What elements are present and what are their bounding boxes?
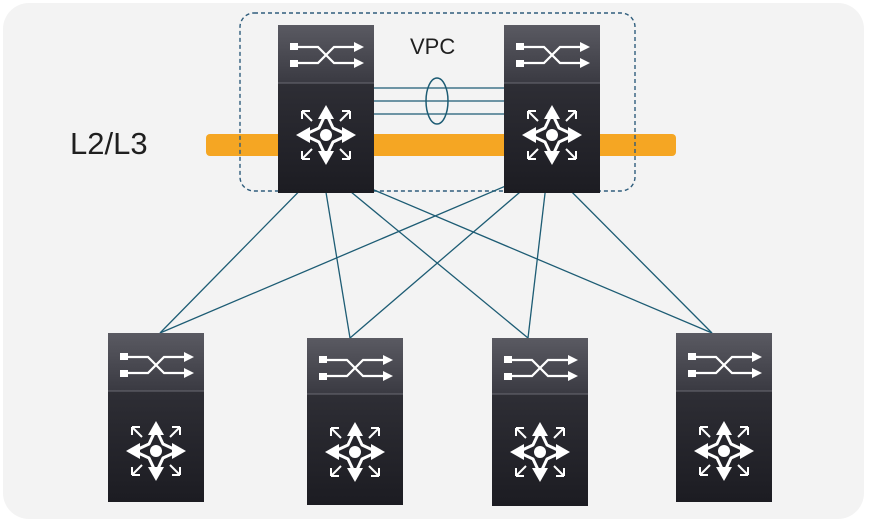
uplink-line <box>159 167 323 334</box>
uplink-line <box>527 167 549 339</box>
router-icon <box>124 419 188 483</box>
layer-label: L2/L3 <box>70 126 148 161</box>
router-icon <box>692 419 756 483</box>
leaf-switch-1[interactable] <box>108 333 204 502</box>
vpc-label: VPC <box>410 34 456 59</box>
leaf-switch-3[interactable] <box>492 338 588 506</box>
vpc-peer-links <box>372 77 506 125</box>
router-icon <box>520 103 584 167</box>
spine-switch-left[interactable] <box>278 25 374 193</box>
uplink-line <box>349 167 549 339</box>
spine-switch-right[interactable] <box>504 25 600 193</box>
leaf-switch-2[interactable] <box>307 338 403 505</box>
uplink-line <box>321 167 713 334</box>
router-icon <box>508 420 572 484</box>
uplink-line <box>159 167 549 334</box>
vpc-domain-box <box>239 12 636 192</box>
leaf-switch-4[interactable] <box>676 333 772 502</box>
uplink-line <box>547 167 713 334</box>
port-channel-ellipse <box>425 77 449 125</box>
router-icon <box>323 420 387 484</box>
layer-band <box>206 134 676 156</box>
uplink-line <box>321 167 529 339</box>
uplink-line <box>321 167 351 339</box>
router-icon <box>294 103 358 167</box>
uplink-lines <box>159 167 713 339</box>
